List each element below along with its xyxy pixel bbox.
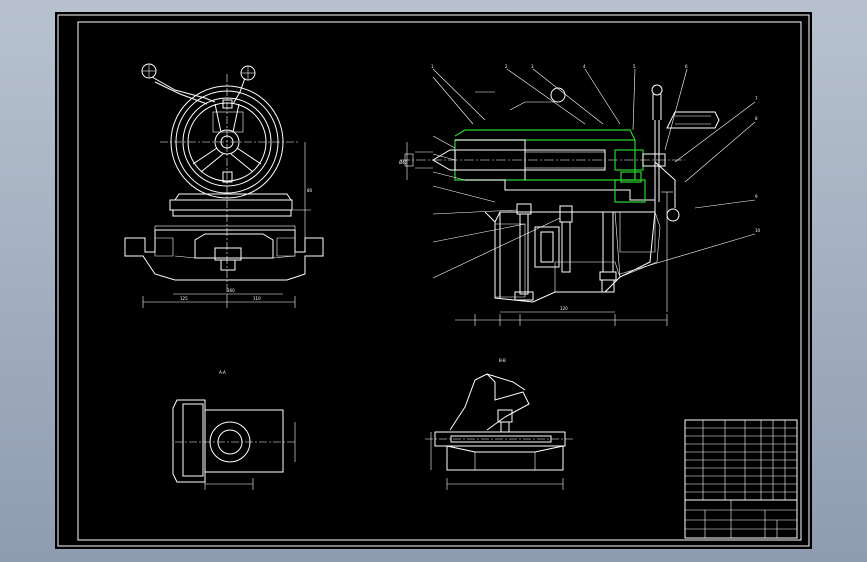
svg-text:110: 110 bbox=[253, 296, 261, 301]
front-view: 80 125 110 160 bbox=[124, 63, 324, 308]
svg-text:160: 160 bbox=[227, 288, 235, 293]
svg-text:9: 9 bbox=[755, 194, 758, 199]
outer-border bbox=[57, 14, 810, 547]
drawing-sheet[interactable]: 80 125 110 160 bbox=[55, 12, 812, 549]
svg-text:Ø40: Ø40 bbox=[399, 160, 408, 165]
svg-text:5: 5 bbox=[633, 64, 636, 69]
svg-text:120: 120 bbox=[560, 306, 568, 311]
svg-text:3: 3 bbox=[531, 64, 534, 69]
parts-list bbox=[684, 419, 798, 501]
svg-text:4: 4 bbox=[583, 64, 586, 69]
section-b-b-label: B-B bbox=[499, 358, 506, 363]
drawing-canvas[interactable]: 80 125 110 160 bbox=[55, 12, 812, 549]
svg-text:1: 1 bbox=[431, 64, 434, 69]
section-a-a-label: A-A bbox=[219, 370, 226, 375]
section-a-a: A-A bbox=[172, 370, 296, 490]
svg-text:80: 80 bbox=[307, 188, 313, 193]
svg-text:7: 7 bbox=[755, 96, 758, 101]
svg-text:8: 8 bbox=[755, 116, 758, 121]
svg-text:125: 125 bbox=[180, 296, 188, 301]
svg-text:6: 6 bbox=[685, 64, 688, 69]
title-block bbox=[684, 499, 798, 539]
svg-text:2: 2 bbox=[505, 64, 508, 69]
inner-frame bbox=[77, 21, 802, 541]
svg-text:10: 10 bbox=[755, 228, 761, 233]
side-section-view: 120 bbox=[399, 64, 761, 326]
section-b-b: B-B bbox=[425, 358, 575, 490]
